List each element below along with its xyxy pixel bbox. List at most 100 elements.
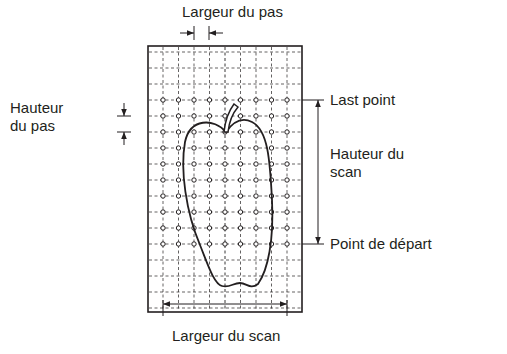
scan-point (223, 98, 227, 102)
scan-point (176, 194, 180, 198)
scan-point (254, 162, 258, 166)
scan-point (223, 242, 227, 246)
scan-height-label: Hauteur du scan (330, 145, 422, 181)
grid-line (149, 68, 301, 69)
scan-point (161, 162, 165, 166)
scan-point (161, 130, 165, 134)
scan-point (207, 226, 211, 230)
scan-frame (148, 46, 302, 312)
grid-line (149, 276, 301, 277)
grid-line (149, 292, 301, 293)
scan-width-tick (163, 300, 164, 316)
scan-point (176, 210, 180, 214)
scan-point (207, 242, 211, 246)
scan-point (269, 98, 273, 102)
scan-grid (149, 47, 301, 311)
scan-point (161, 194, 165, 198)
scan-point (238, 114, 242, 118)
scan-point (223, 178, 227, 182)
scan-point (207, 210, 211, 214)
scan-point (223, 146, 227, 150)
scan-point (161, 210, 165, 214)
scan-point (285, 114, 289, 118)
scan-point (254, 194, 258, 198)
scan-point (285, 146, 289, 150)
scan-point (269, 130, 273, 134)
scan-point (176, 178, 180, 182)
scan-point (285, 242, 289, 246)
scan-point (176, 98, 180, 102)
start-point-leader (302, 244, 324, 245)
last-point-label: Last point (330, 91, 395, 109)
pitch-height-arrow (124, 103, 125, 116)
scan-point (238, 98, 242, 102)
scan-point (285, 210, 289, 214)
scan-point (161, 178, 165, 182)
grid-line (149, 260, 301, 261)
scan-point (223, 194, 227, 198)
scan-point (254, 130, 258, 134)
apple-stem (224, 104, 238, 132)
scan-point (207, 178, 211, 182)
scan-point (285, 226, 289, 230)
scan-point (176, 114, 180, 118)
pitch-width-arrow (209, 33, 223, 34)
scan-height-arrow (318, 100, 319, 244)
scan-point (254, 114, 258, 118)
scan-point (192, 210, 196, 214)
scan-point (238, 130, 242, 134)
scan-point (269, 114, 273, 118)
scan-point (161, 98, 165, 102)
scan-point (207, 162, 211, 166)
scan-point (192, 114, 196, 118)
scan-point (192, 130, 196, 134)
scan-point (192, 242, 196, 246)
scan-point (223, 162, 227, 166)
pitch-width-arrow (180, 33, 194, 34)
scan-point (238, 242, 242, 246)
scan-point (254, 178, 258, 182)
scan-point (192, 178, 196, 182)
scan-point (238, 178, 242, 182)
scan-point (207, 146, 211, 150)
dimension-lines (117, 26, 324, 316)
pitch-height-arrow (124, 132, 125, 145)
scan-point (254, 146, 258, 150)
scan-point (161, 146, 165, 150)
pitch-height-label: Hauteur du pas (10, 99, 84, 135)
scan-point (161, 242, 165, 246)
scan-point (285, 162, 289, 166)
scan-point (161, 226, 165, 230)
scan-point (254, 242, 258, 246)
apple-outline (183, 120, 272, 286)
scan-point (238, 162, 242, 166)
scan-point (192, 162, 196, 166)
scan-point (285, 130, 289, 134)
scan-point (238, 194, 242, 198)
scan-point (207, 98, 211, 102)
scan-point (207, 194, 211, 198)
scan-point (285, 194, 289, 198)
grid-line (149, 52, 301, 53)
scan-point (238, 210, 242, 214)
scan-point (192, 146, 196, 150)
scan-point (176, 146, 180, 150)
scan-point (176, 226, 180, 230)
scan-point (192, 194, 196, 198)
last-point-leader (302, 100, 324, 101)
scan-point (238, 146, 242, 150)
scan-point (207, 130, 211, 134)
grid-line (149, 84, 301, 85)
scan-width-arrow (163, 304, 287, 305)
scan-point (254, 210, 258, 214)
scan-point (176, 162, 180, 166)
scan-point (176, 130, 180, 134)
scan-point (207, 114, 211, 118)
scan-width-tick (287, 300, 288, 316)
scan-point (223, 210, 227, 214)
scan-point (176, 242, 180, 246)
grid-line (149, 308, 301, 309)
start-point-label: Point de départ (330, 235, 432, 253)
